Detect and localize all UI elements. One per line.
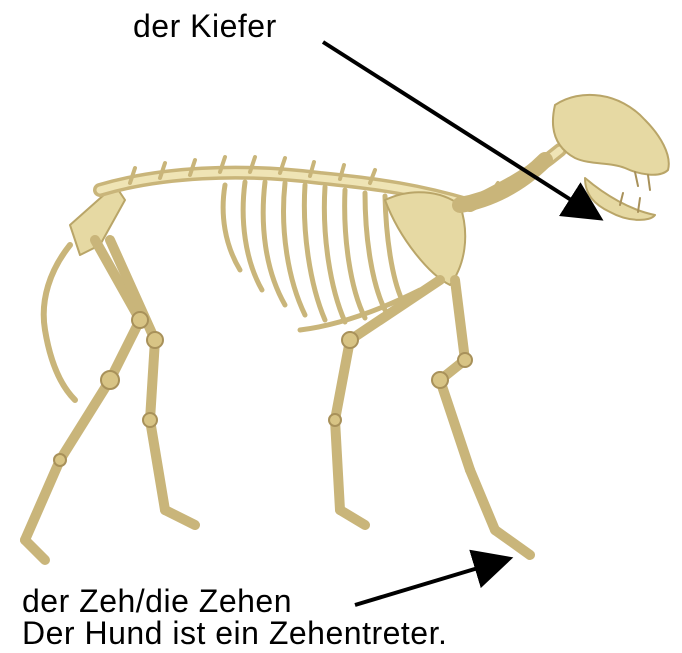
jaw-label: der Kiefer: [133, 8, 277, 45]
tail: [44, 245, 75, 400]
dog-skeleton: [25, 95, 669, 560]
caption-text: Der Hund ist ein Zehentreter.: [22, 615, 447, 652]
ribcage: [223, 182, 402, 322]
front-leg-right: [440, 280, 530, 555]
neck: [460, 160, 545, 205]
skull: [553, 95, 669, 175]
hind-leg-left: [25, 240, 140, 560]
joints: [54, 312, 472, 466]
toe-pointer-arrow: [355, 562, 498, 605]
lower-jaw: [585, 178, 655, 220]
